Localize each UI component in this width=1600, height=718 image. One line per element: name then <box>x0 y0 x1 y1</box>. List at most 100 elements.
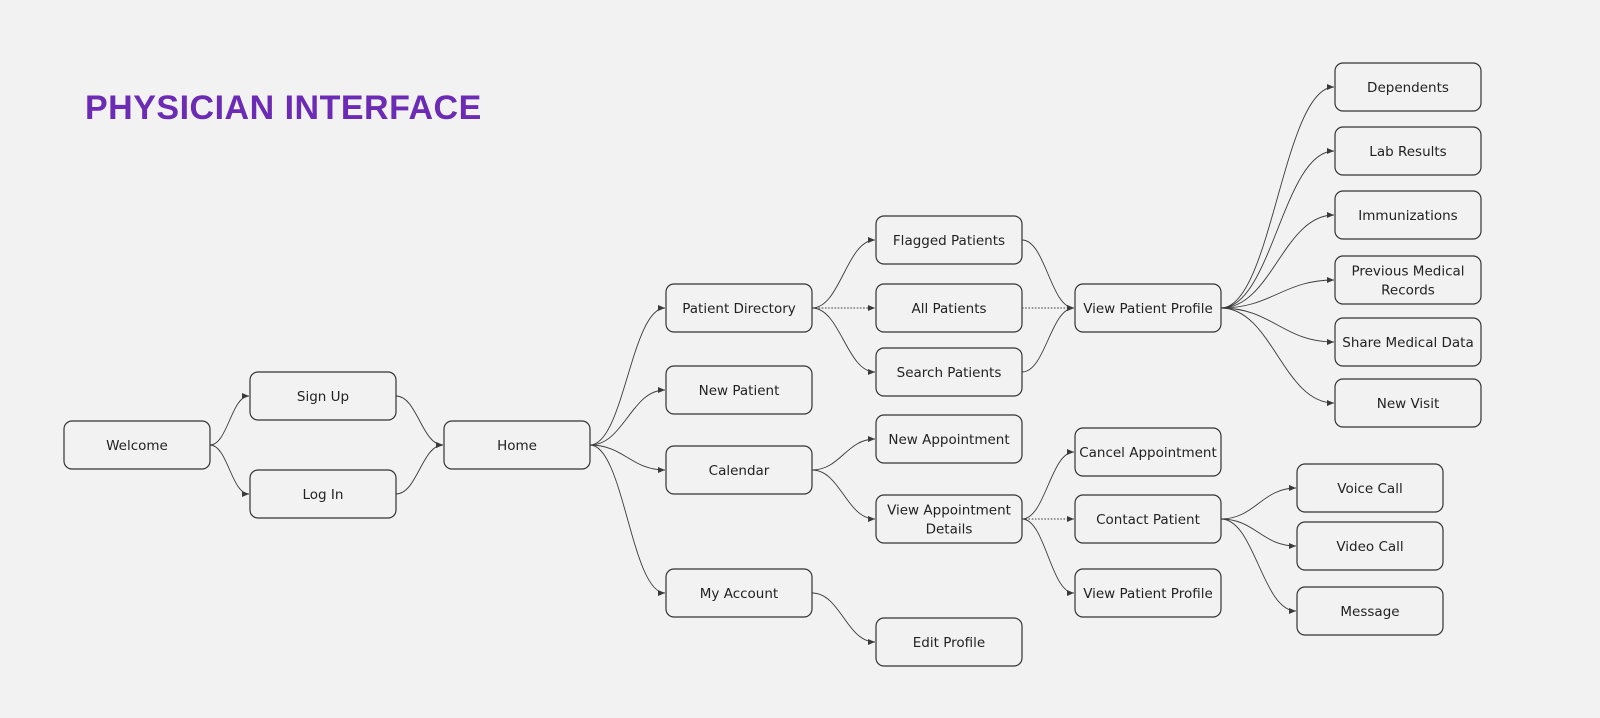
edge-home-to-new-patient <box>589 387 666 446</box>
edges <box>209 84 1335 645</box>
node-label: Search Patients <box>897 365 1002 381</box>
node-box <box>1334 62 1482 112</box>
node-flagged-patients[interactable]: Flagged Patients <box>875 215 1023 265</box>
node-box <box>875 617 1023 667</box>
node-label: Video Call <box>1336 539 1403 555</box>
diagram-title: PHYSICIAN INTERFACE <box>85 89 482 127</box>
node-label: View Patient Profile <box>1083 586 1213 602</box>
node-immunizations[interactable]: Immunizations <box>1334 190 1482 240</box>
edge-view-patient-profile-1-to-immunizations <box>1220 212 1335 309</box>
edge-view-patient-profile-1-to-share-medical-data <box>1220 307 1335 345</box>
node-label: Sign Up <box>297 389 349 405</box>
node-my-account[interactable]: My Account <box>665 568 813 618</box>
node-voice-call[interactable]: Voice Call <box>1296 463 1444 513</box>
node-box <box>1296 521 1444 571</box>
edge-view-patient-profile-1-to-dependents <box>1220 84 1335 309</box>
node-label: Home <box>497 438 537 454</box>
node-all-patients[interactable]: All Patients <box>875 283 1023 333</box>
node-label: Dependents <box>1367 80 1449 96</box>
node-lab-results[interactable]: Lab Results <box>1334 126 1482 176</box>
edge-view-patient-profile-1-to-new-visit <box>1220 307 1335 406</box>
node-box <box>1334 255 1482 305</box>
edge-view-appointment-details-to-view-patient-profile-2 <box>1021 518 1075 596</box>
node-label: Patient Directory <box>682 301 796 317</box>
node-box <box>1074 283 1222 333</box>
edge-login-to-home <box>395 442 444 495</box>
node-box <box>665 445 813 495</box>
node-label: Log In <box>303 487 344 503</box>
node-label: Lab Results <box>1369 144 1446 160</box>
node-label: My Account <box>700 586 778 602</box>
node-box <box>249 371 397 421</box>
node-dependents[interactable]: Dependents <box>1334 62 1482 112</box>
node-box <box>1074 427 1222 477</box>
node-box <box>665 283 813 333</box>
edge-welcome-to-signup <box>209 393 250 446</box>
node-home[interactable]: Home <box>443 420 591 470</box>
node-view-patient-profile-1[interactable]: View Patient Profile <box>1074 283 1222 333</box>
edge-welcome-to-login <box>209 444 250 497</box>
edge-home-to-my-account <box>589 444 666 596</box>
node-label: Contact Patient <box>1096 512 1200 528</box>
node-box <box>875 347 1023 397</box>
node-box <box>665 365 813 415</box>
node-box <box>1296 463 1444 513</box>
edge-patient-directory-to-search-patients <box>811 307 876 375</box>
node-search-patients[interactable]: Search Patients <box>875 347 1023 397</box>
node-label-line: Details <box>926 522 973 538</box>
node-edit-profile[interactable]: Edit Profile <box>875 617 1023 667</box>
node-box <box>1074 494 1222 544</box>
node-box <box>875 494 1023 544</box>
node-new-appointment[interactable]: New Appointment <box>875 414 1023 464</box>
node-label-line: View Appointment <box>887 503 1011 519</box>
node-view-patient-profile-2[interactable]: View Patient Profile <box>1074 568 1222 618</box>
node-box <box>443 420 591 470</box>
node-video-call[interactable]: Video Call <box>1296 521 1444 571</box>
edge-home-to-calendar <box>589 444 666 473</box>
edge-signup-to-home <box>395 395 444 448</box>
node-label-line: Previous Medical <box>1351 264 1464 280</box>
node-label: Share Medical Data <box>1342 335 1474 351</box>
edge-view-appointment-details-to-cancel-appointment <box>1021 449 1075 520</box>
node-patient-directory[interactable]: Patient Directory <box>665 283 813 333</box>
node-calendar[interactable]: Calendar <box>665 445 813 495</box>
node-new-visit[interactable]: New Visit <box>1334 378 1482 428</box>
node-label: Flagged Patients <box>893 233 1005 249</box>
node-box <box>875 215 1023 265</box>
node-new-patient[interactable]: New Patient <box>665 365 813 415</box>
edge-home-to-patient-directory <box>589 305 666 446</box>
edge-contact-patient-to-message <box>1220 518 1297 614</box>
node-box <box>1334 317 1482 367</box>
node-box <box>875 283 1023 333</box>
node-label: Immunizations <box>1358 208 1457 224</box>
node-welcome[interactable]: Welcome <box>63 420 211 470</box>
edge-my-account-to-edit-profile <box>811 592 876 645</box>
node-label: Calendar <box>709 463 770 479</box>
node-contact-patient[interactable]: Contact Patient <box>1074 494 1222 544</box>
node-box <box>1074 568 1222 618</box>
node-cancel-appointment[interactable]: Cancel Appointment <box>1074 427 1222 477</box>
node-label: Voice Call <box>1337 481 1402 497</box>
node-label: New Visit <box>1377 396 1440 412</box>
node-login[interactable]: Log In <box>249 469 397 519</box>
node-message[interactable]: Message <box>1296 586 1444 636</box>
node-label: Message <box>1340 604 1399 620</box>
edge-contact-patient-to-voice-call <box>1220 485 1297 520</box>
node-box <box>1334 378 1482 428</box>
edge-calendar-to-new-appointment <box>811 436 876 471</box>
edge-calendar-to-view-appointment-details <box>811 469 876 522</box>
node-label: Edit Profile <box>913 635 985 651</box>
node-label: Welcome <box>106 438 168 454</box>
nodes: Welcome Sign Up Log In Home Patient Director… <box>63 62 1482 667</box>
node-signup[interactable]: Sign Up <box>249 371 397 421</box>
node-box <box>665 568 813 618</box>
node-box <box>875 414 1023 464</box>
edge-view-patient-profile-1-to-previous-medical-records <box>1220 277 1335 309</box>
edge-contact-patient-to-video-call <box>1220 518 1297 549</box>
node-box <box>63 420 211 470</box>
node-share-medical-data[interactable]: Share Medical Data <box>1334 317 1482 367</box>
node-label: New Appointment <box>888 432 1009 448</box>
